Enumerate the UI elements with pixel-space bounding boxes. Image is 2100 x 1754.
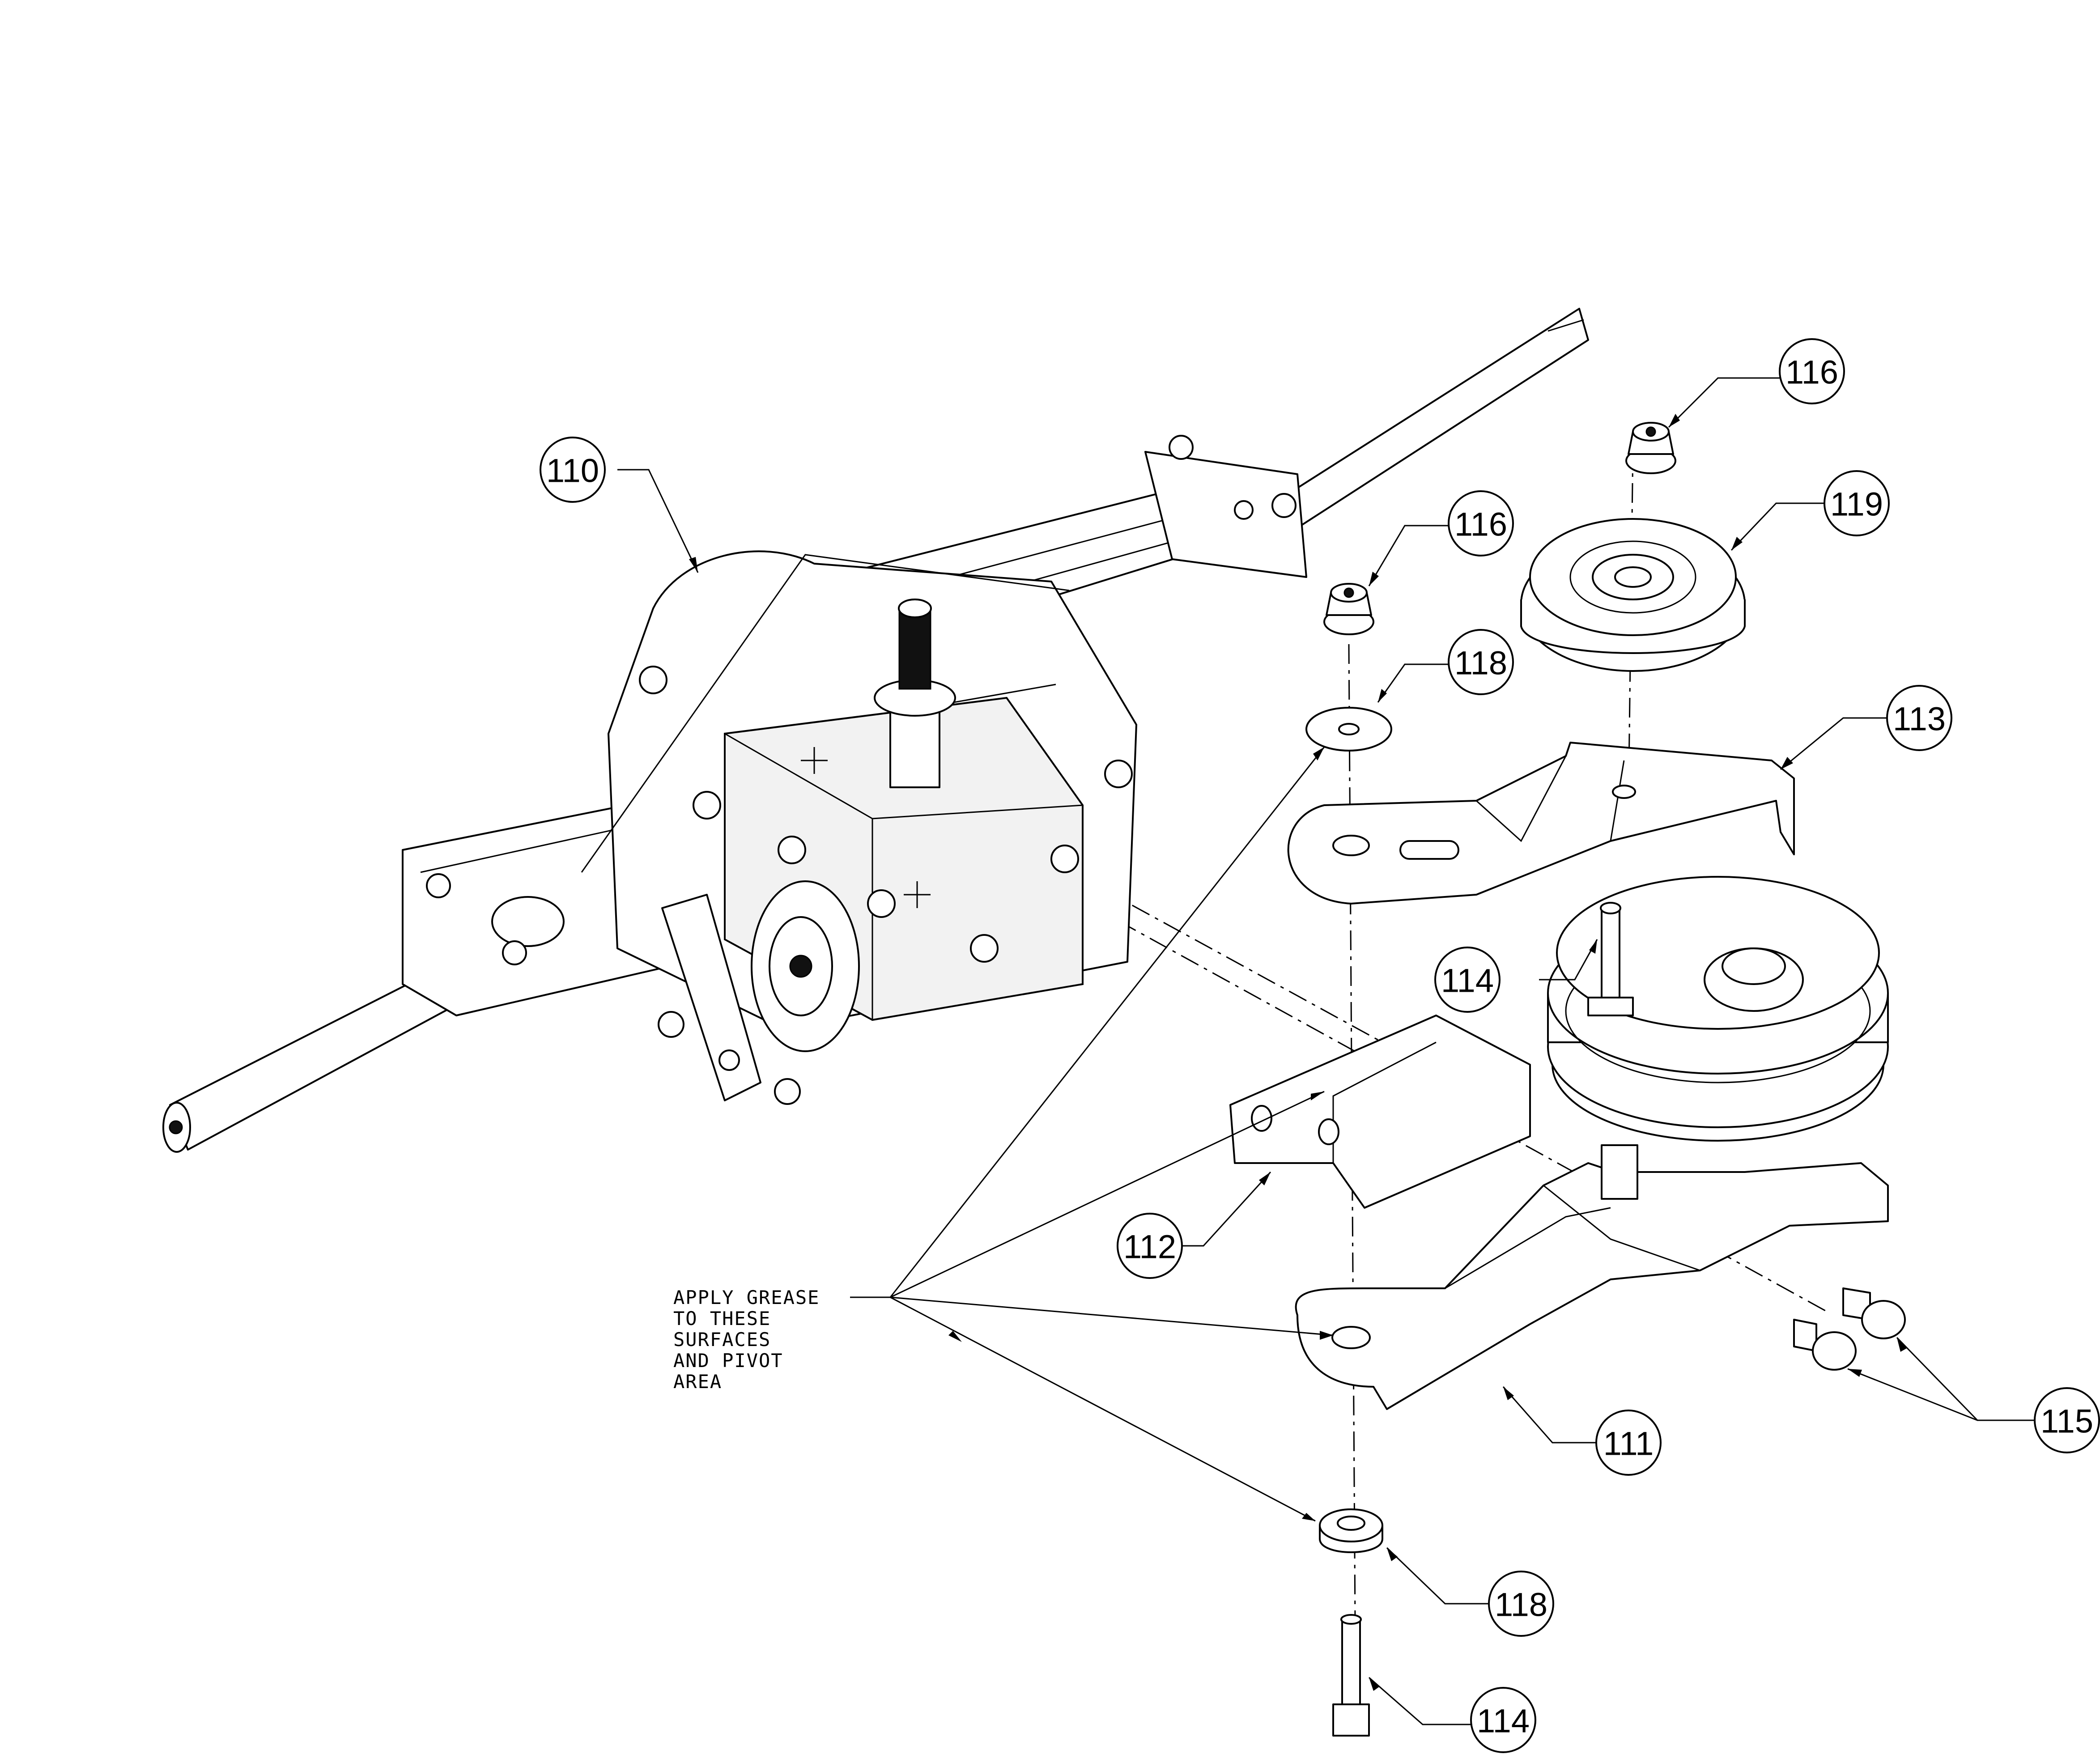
hex-bolts xyxy=(1793,1287,1906,1371)
callout-110-label: 110 xyxy=(546,452,599,489)
washer-upper xyxy=(1305,707,1392,752)
callout-118-upper: 118 xyxy=(1448,629,1514,695)
callout-118-lower: 118 xyxy=(1488,1571,1554,1637)
callout-114-upper-label: 114 xyxy=(1441,962,1494,999)
washer-lower xyxy=(1319,1508,1383,1553)
flange-nut-upper xyxy=(1625,422,1676,474)
callout-118-upper-label: 118 xyxy=(1454,645,1507,682)
idler-arm xyxy=(1295,1144,1889,1410)
grease-note-line-1: APPLY GREASE xyxy=(673,1287,820,1308)
callout-111: 111 xyxy=(1595,1410,1662,1476)
callout-114-lower-label: 114 xyxy=(1477,1703,1530,1740)
grease-note-line-3: SURFACES xyxy=(673,1329,771,1351)
grease-note-line-4: AND PIVOT xyxy=(673,1350,783,1372)
callout-115: 115 xyxy=(2034,1387,2100,1453)
callout-119-label: 119 xyxy=(1830,486,1883,523)
callout-113: 113 xyxy=(1886,685,1952,751)
callout-116-upper: 116 xyxy=(1779,338,1845,404)
callout-112: 112 xyxy=(1117,1213,1183,1279)
callout-111-label: 111 xyxy=(1603,1425,1654,1462)
idler-pulley-large xyxy=(1547,876,1889,1142)
grease-note-line-2: TO THESE xyxy=(673,1308,771,1329)
callout-115-label: 115 xyxy=(2040,1403,2093,1440)
idler-bracket xyxy=(1287,742,1795,905)
callout-116-left-label: 116 xyxy=(1454,506,1507,543)
callout-114-lower: 114 xyxy=(1470,1687,1536,1753)
grease-note-arrows xyxy=(850,747,1334,1522)
transaxle-assembly xyxy=(162,308,1589,1153)
callout-116-upper-label: 116 xyxy=(1785,354,1838,391)
callout-112-label: 112 xyxy=(1123,1228,1176,1266)
callout-119: 119 xyxy=(1824,470,1890,536)
pivot-bolt-lower xyxy=(1332,1614,1370,1737)
flange-nut-left xyxy=(1323,583,1374,635)
callout-118-lower-label: 118 xyxy=(1495,1586,1547,1623)
idler-pulley-small xyxy=(1520,518,1746,672)
transaxle-bolts xyxy=(639,666,1133,1105)
callout-114-upper: 114 xyxy=(1434,947,1501,1013)
grease-note: APPLY GREASE TO THESE SURFACES AND PIVOT… xyxy=(673,1287,820,1393)
callout-116-left: 116 xyxy=(1448,490,1514,556)
callout-110: 110 xyxy=(540,437,606,503)
grease-note-line-5: AREA xyxy=(673,1371,722,1393)
mounting-bracket xyxy=(1229,1015,1531,1209)
callout-113-label: 113 xyxy=(1893,701,1946,738)
callout-leaders xyxy=(617,377,2036,1725)
